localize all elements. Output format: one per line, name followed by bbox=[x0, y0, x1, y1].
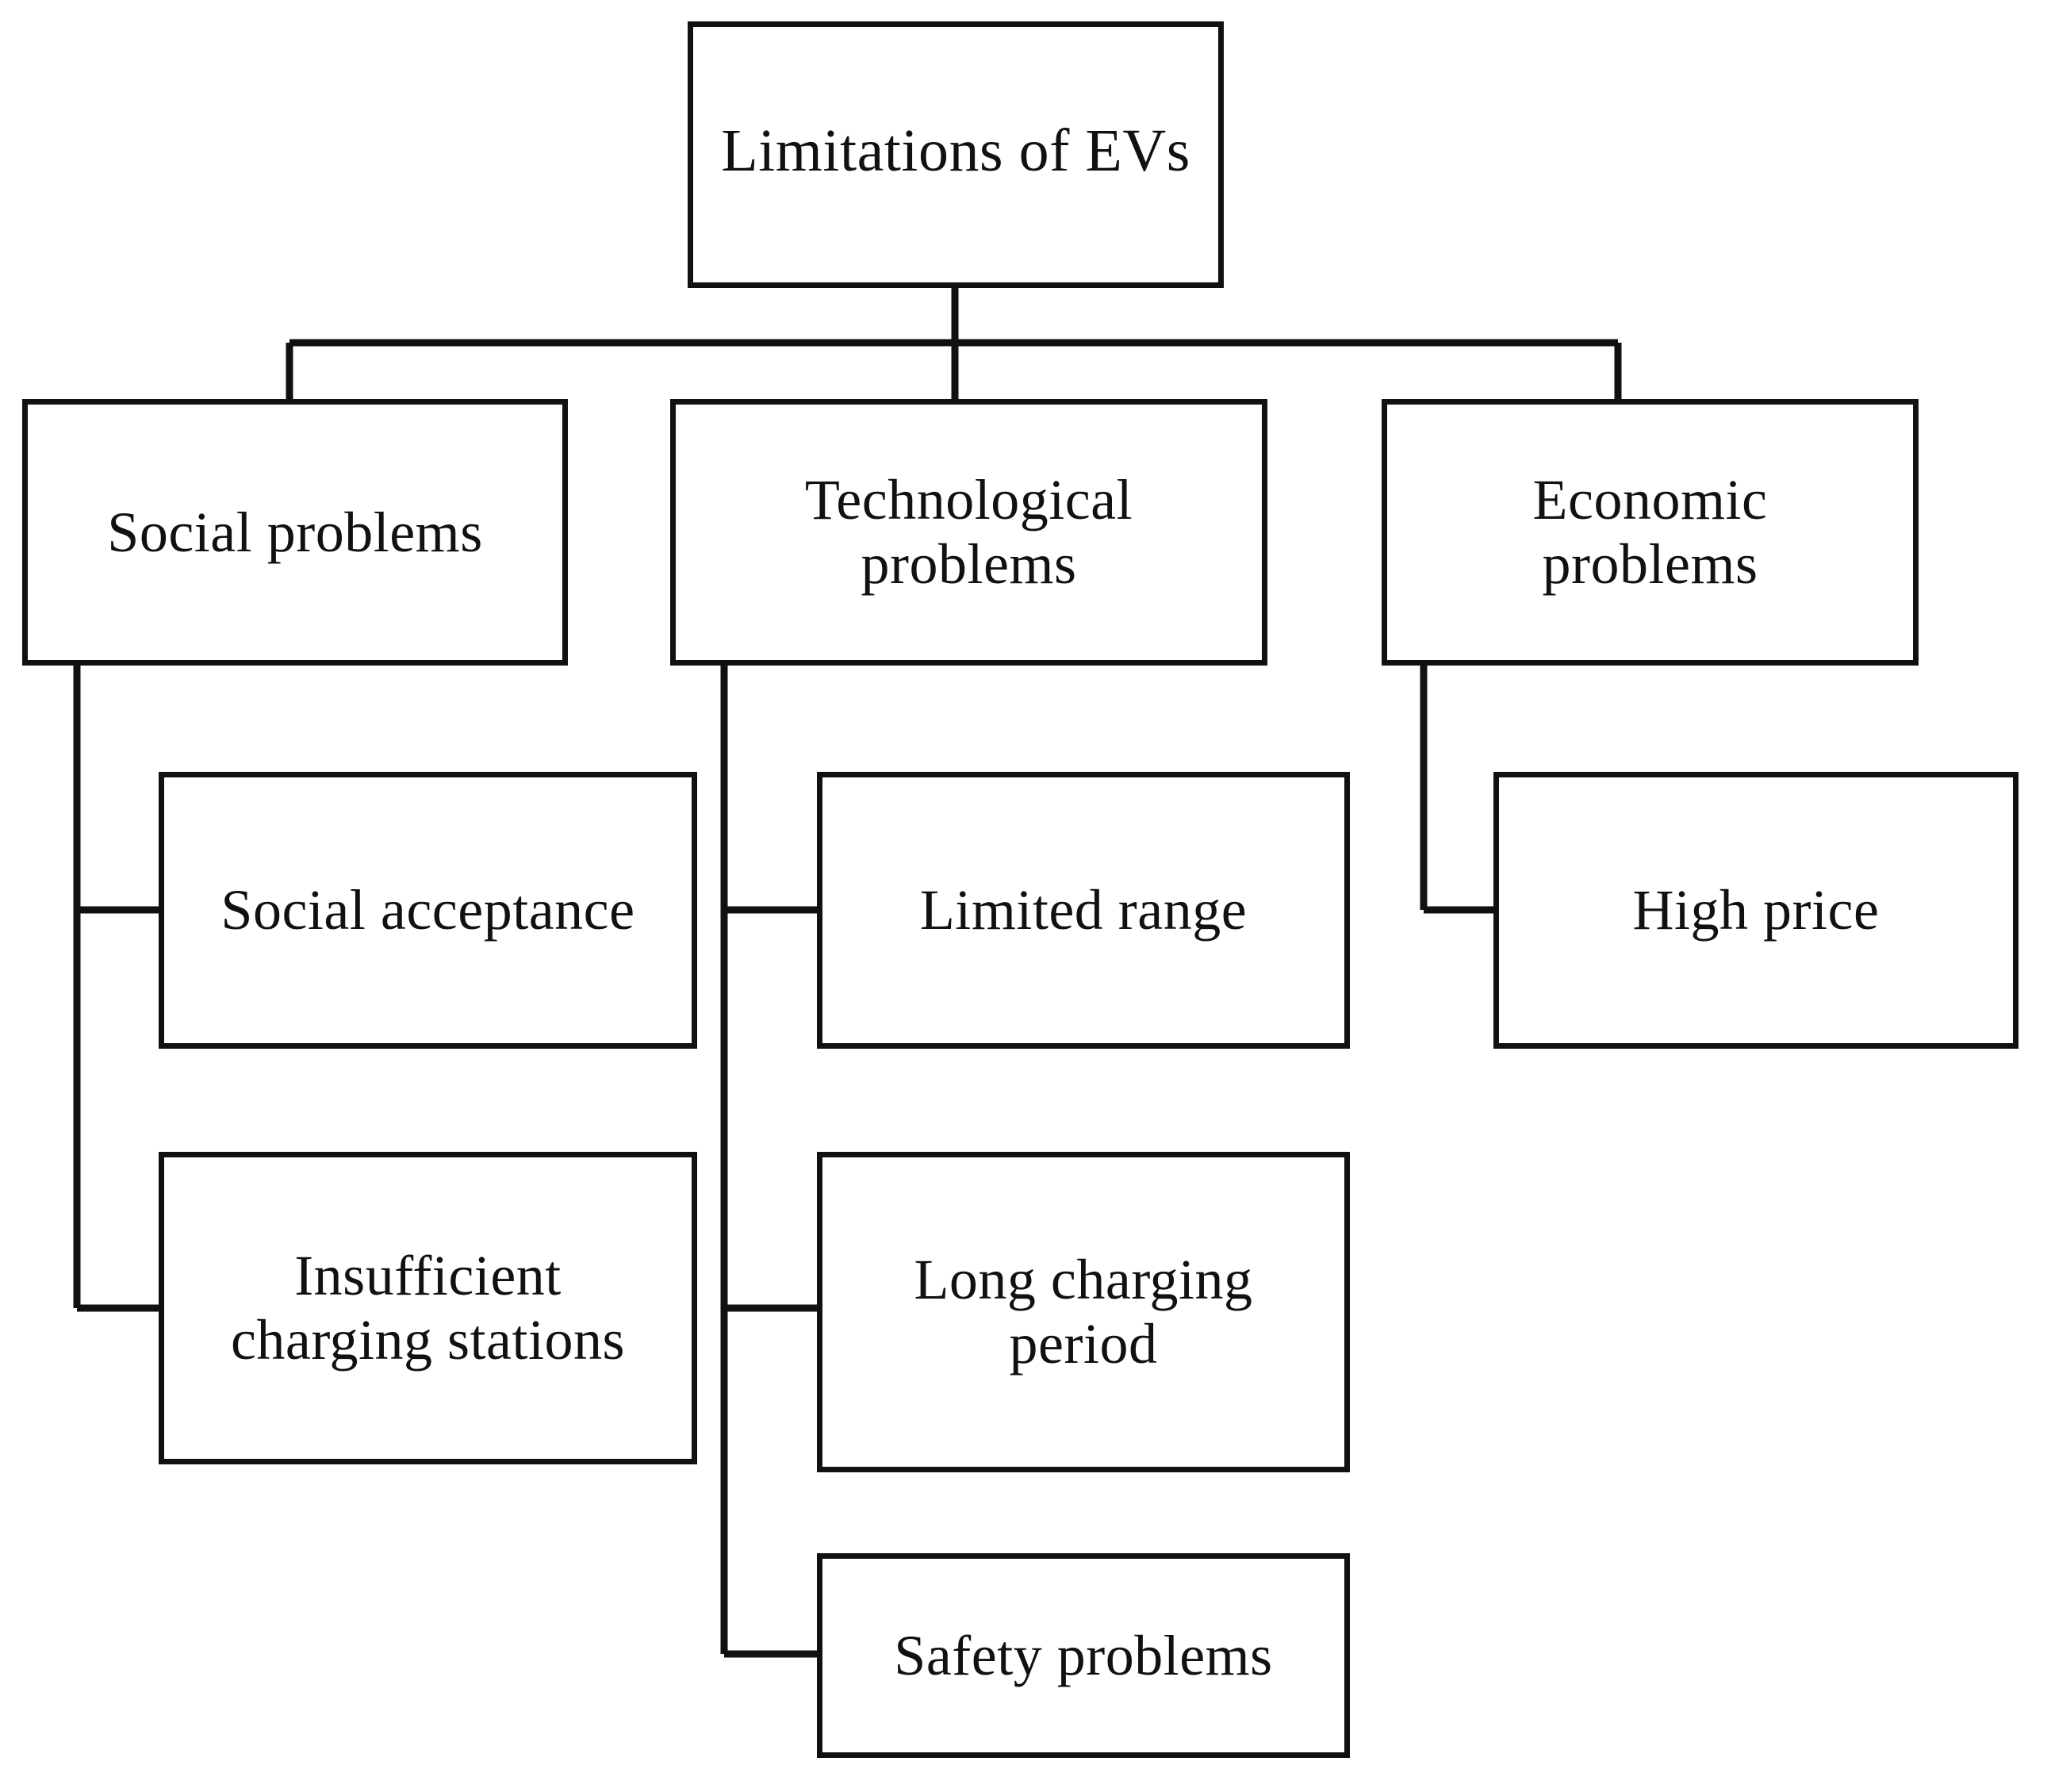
node-label: Long charging period bbox=[914, 1248, 1253, 1376]
node-label: Social problems bbox=[107, 500, 483, 564]
node-label: Insufficient charging stations bbox=[230, 1244, 626, 1372]
node-technological-problems[interactable]: Technological problems bbox=[670, 399, 1267, 666]
node-label: Limitations of EVs bbox=[721, 117, 1190, 185]
node-limited-range[interactable]: Limited range bbox=[817, 772, 1350, 1049]
node-label: High price bbox=[1632, 878, 1880, 942]
node-social-acceptance[interactable]: Social acceptance bbox=[159, 772, 697, 1049]
node-high-price[interactable]: High price bbox=[1493, 772, 2018, 1049]
node-economic-problems[interactable]: Economic problems bbox=[1382, 399, 1919, 666]
node-limitations-of-evs[interactable]: Limitations of EVs bbox=[688, 21, 1224, 288]
node-insufficient-charging-stations[interactable]: Insufficient charging stations bbox=[159, 1152, 697, 1464]
node-social-problems[interactable]: Social problems bbox=[22, 399, 568, 666]
node-safety-problems[interactable]: Safety problems bbox=[817, 1553, 1350, 1758]
node-label: Technological problems bbox=[804, 468, 1133, 596]
node-label: Safety problems bbox=[894, 1623, 1273, 1687]
node-label: Economic problems bbox=[1532, 468, 1768, 596]
node-label: Social acceptance bbox=[220, 878, 635, 942]
node-long-charging-period[interactable]: Long charging period bbox=[817, 1152, 1350, 1472]
node-label: Limited range bbox=[919, 878, 1248, 942]
